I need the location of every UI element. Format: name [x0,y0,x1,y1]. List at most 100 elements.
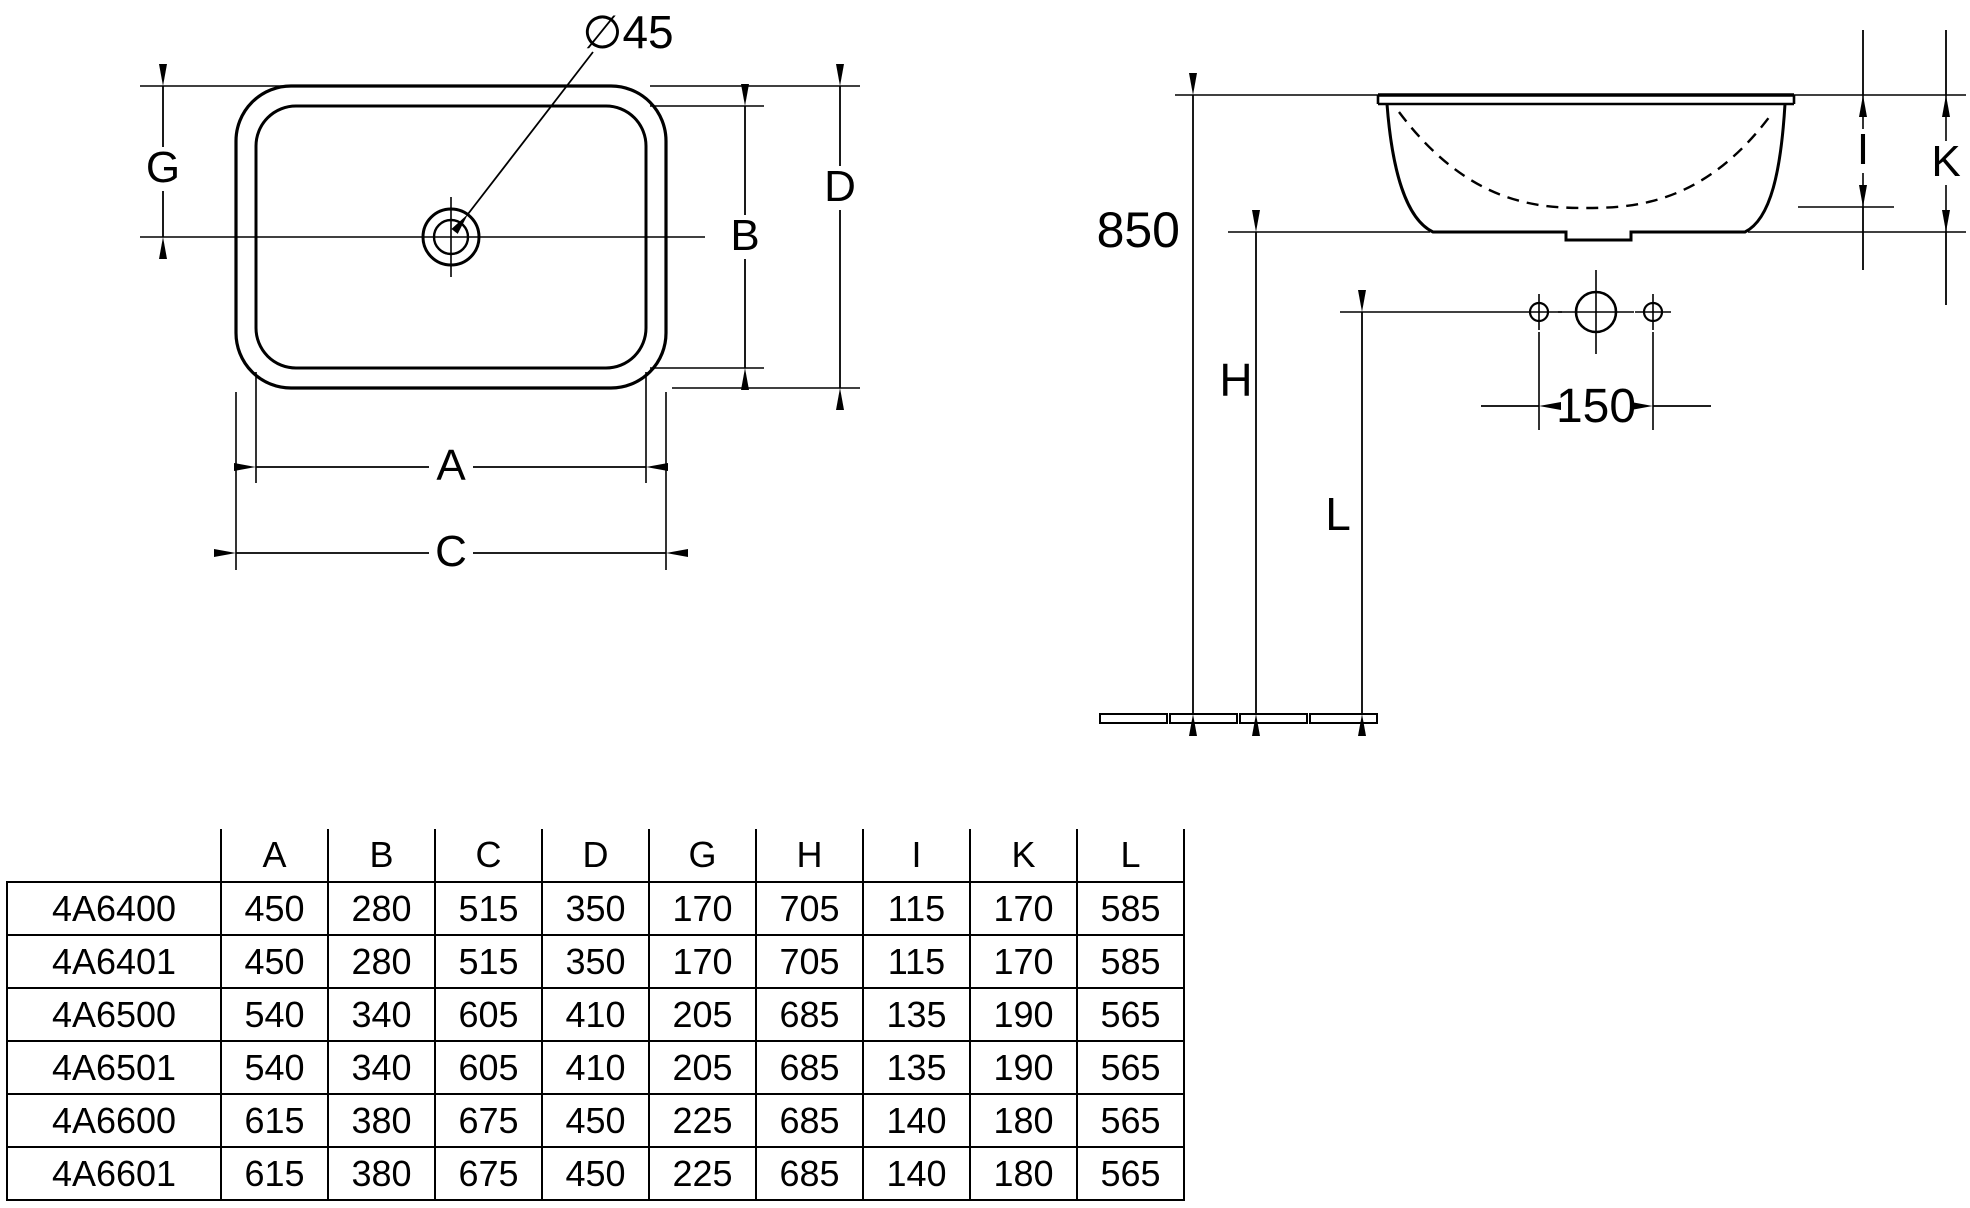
label-mask [723,215,767,259]
model-cell: 4A6501 [6,1040,222,1095]
value-cell: 205 [648,1040,757,1095]
value-cell: 540 [220,987,329,1042]
bowl-interior-dashed [1398,111,1774,210]
col-header-a: A [220,829,329,883]
value-cell: 340 [327,987,436,1042]
value-cell: 280 [327,934,436,989]
value-cell: 540 [220,1040,329,1095]
value-cell: 565 [1076,1146,1185,1201]
table-header-row: A B C D G H I K L [7,829,1185,883]
label-mask [429,445,473,489]
drain-diameter-label: ∅45 [582,6,673,58]
col-header-c: C [434,829,543,883]
value-cell: 515 [434,934,543,989]
value-cell: 180 [969,1146,1078,1201]
bowl-outline [1385,103,1787,242]
value-cell: 170 [969,881,1078,936]
table-row: 4A6401 450 280 515 350 170 705 115 170 5… [6,934,1185,989]
value-cell: 135 [862,987,971,1042]
dim-label-c: C [435,527,467,576]
col-header-h: H [755,829,864,883]
table-row: 4A6600 615 380 675 450 225 685 140 180 5… [6,1093,1185,1148]
value-cell: 585 [1076,934,1185,989]
model-cell: 4A6500 [6,987,222,1042]
height-850-label: 850 [1097,202,1180,258]
value-cell: 685 [755,1146,864,1201]
label-mask [429,531,473,575]
value-cell: 380 [327,1146,436,1201]
value-cell: 605 [434,987,543,1042]
value-cell: 180 [969,1093,1078,1148]
value-cell: 410 [541,1040,650,1095]
table-row: 4A6400 450 280 515 350 170 705 115 170 5… [6,881,1185,936]
col-header-b: B [327,829,436,883]
table-row: 4A6601 615 380 675 450 225 685 140 180 5… [6,1146,1185,1201]
table-row: 4A6501 540 340 605 410 205 685 135 190 5… [6,1040,1185,1095]
value-cell: 450 [541,1093,650,1148]
model-cell: 4A6400 [6,881,222,936]
label-mask [141,147,185,191]
value-cell: 225 [648,1146,757,1201]
floor-segment [1099,713,1168,724]
drain-inner-circle [432,218,470,256]
value-cell: 170 [648,934,757,989]
plan-view: ∅45 G B D A C [140,6,862,576]
value-cell: 115 [862,881,971,936]
value-cell: 450 [220,881,329,936]
floor-hatch [1099,713,1378,724]
floor-segment [1239,713,1308,724]
table-corner-cell [7,829,222,883]
dim-label-g: G [146,143,180,192]
spacing-150-label: 150 [1556,380,1636,433]
model-cell: 4A6600 [6,1093,222,1148]
value-cell: 170 [648,881,757,936]
col-header-k: K [969,829,1078,883]
value-cell: 705 [755,881,864,936]
value-cell: 350 [541,934,650,989]
col-header-g: G [648,829,757,883]
value-cell: 190 [969,987,1078,1042]
dimension-table: A B C D G H I K L 4A6400 450 280 515 350… [6,829,1185,1201]
value-cell: 615 [220,1093,329,1148]
table-row: 4A6500 540 340 605 410 205 685 135 190 5… [6,987,1185,1042]
dim-label-a: A [436,441,466,490]
label-mask [1843,129,1883,173]
value-cell: 685 [755,1040,864,1095]
value-cell: 515 [434,881,543,936]
value-cell: 350 [541,881,650,936]
floor-segment [1169,713,1238,724]
col-header-l: L [1076,829,1185,883]
value-cell: 685 [755,987,864,1042]
drain-outer-circle [421,207,481,267]
dim-label-d: D [824,162,856,211]
value-cell: 410 [541,987,650,1042]
value-cell: 135 [862,1040,971,1095]
col-header-i: I [862,829,971,883]
value-cell: 705 [755,934,864,989]
value-cell: 675 [434,1146,543,1201]
value-cell: 140 [862,1093,971,1148]
floor-segment [1309,713,1378,724]
value-cell: 205 [648,987,757,1042]
value-cell: 140 [862,1146,971,1201]
value-cell: 615 [220,1146,329,1201]
model-cell: 4A6401 [6,934,222,989]
col-header-d: D [541,829,650,883]
value-cell: 565 [1076,987,1185,1042]
value-cell: 170 [969,934,1078,989]
side-view: 850 H L 150 I K [1097,30,1967,736]
value-cell: 450 [541,1146,650,1201]
dim-label-k: K [1931,137,1960,186]
value-cell: 450 [220,934,329,989]
value-cell: 565 [1076,1093,1185,1148]
value-cell: 115 [862,934,971,989]
value-cell: 585 [1076,881,1185,936]
dim-label-l: L [1325,488,1351,540]
label-mask [1925,141,1967,185]
dim-label-i: I [1857,125,1869,174]
value-cell: 380 [327,1093,436,1148]
value-cell: 340 [327,1040,436,1095]
value-cell: 685 [755,1093,864,1148]
